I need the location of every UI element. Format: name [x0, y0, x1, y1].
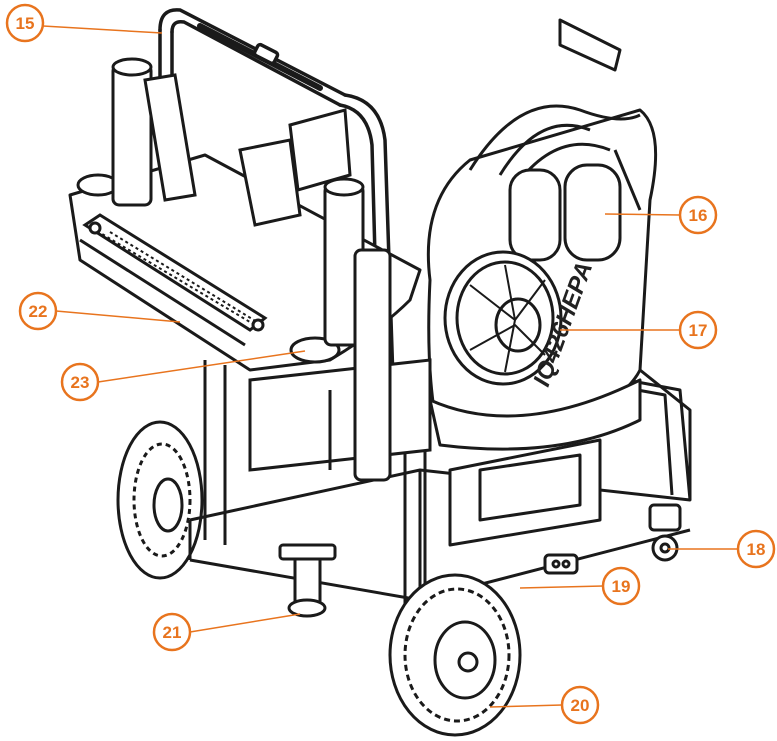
- callout-15: 15: [5, 3, 45, 43]
- callout-22: 22: [18, 291, 58, 331]
- svg-text:20: 20: [571, 696, 590, 715]
- callout-20: 20: [560, 685, 600, 725]
- callout-17: 17: [678, 310, 718, 350]
- left-rear-wheel: [116, 420, 204, 580]
- floor-tool: [82, 213, 268, 332]
- svg-text:15: 15: [16, 14, 35, 33]
- motor-housing: [248, 358, 432, 472]
- callout-23: 23: [60, 362, 100, 402]
- callout-16: 16: [678, 195, 718, 235]
- callout-21: 21: [152, 612, 192, 652]
- svg-text:21: 21: [163, 623, 182, 642]
- svg-text:22: 22: [29, 302, 48, 321]
- caster-wheel: [648, 503, 682, 562]
- svg-text:23: 23: [71, 373, 90, 392]
- callout-18: 18: [736, 529, 776, 569]
- leader-lines: [42, 25, 738, 708]
- front-wheel: [388, 573, 522, 737]
- wand-tubes: [111, 57, 392, 482]
- lock-pedal: [543, 553, 579, 575]
- svg-text:18: 18: [747, 540, 766, 559]
- svg-text:19: 19: [612, 577, 631, 596]
- vacuum-body: [426, 18, 658, 451]
- callout-19: 19: [601, 566, 641, 606]
- stand-foot: [278, 543, 337, 618]
- svg-text:16: 16: [689, 206, 708, 225]
- svg-text:17: 17: [689, 321, 708, 340]
